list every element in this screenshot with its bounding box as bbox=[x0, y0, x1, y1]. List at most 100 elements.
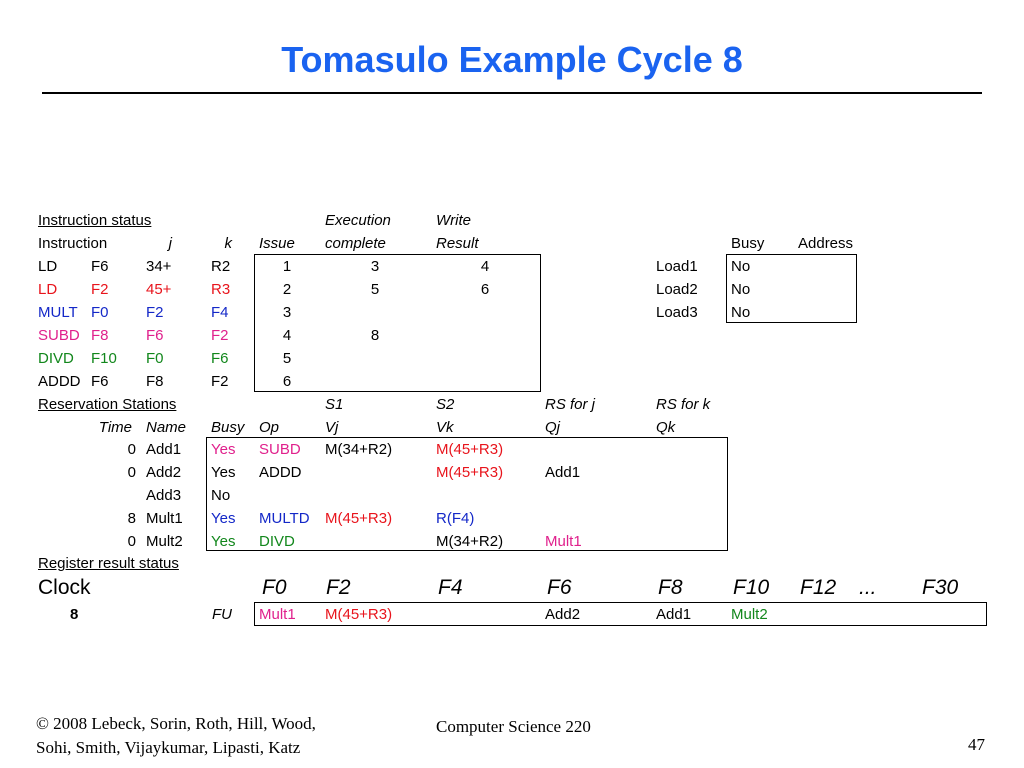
load-buffer-busy: No bbox=[731, 304, 751, 321]
register-fu: Add2 bbox=[545, 606, 581, 623]
rs-op: MULTD bbox=[259, 510, 310, 527]
issue-header: Issue bbox=[259, 235, 295, 252]
execution-header-bottom: complete bbox=[325, 235, 386, 252]
register-status-box bbox=[254, 602, 987, 626]
op-header: Op bbox=[259, 419, 280, 436]
register-fu: Mult2 bbox=[731, 606, 768, 623]
rs-for-j-header: RS for j bbox=[545, 396, 596, 413]
load-buffer-name: Load3 bbox=[656, 304, 698, 321]
course-name: Computer Science 220 bbox=[436, 717, 591, 736]
qk-header: Qk bbox=[656, 419, 676, 436]
instr-k: F6 bbox=[211, 350, 229, 367]
instr-op: MULT bbox=[38, 304, 78, 321]
rs-name: Add1 bbox=[146, 441, 182, 458]
register-name: F30 bbox=[922, 576, 959, 599]
copyright-line-2: Sohi, Smith, Vijaykumar, Lipasti, Katz bbox=[36, 738, 301, 757]
load-buffer-name: Load1 bbox=[656, 258, 698, 275]
instr-dest: F6 bbox=[91, 373, 109, 390]
load-busy-header: Busy bbox=[731, 235, 765, 252]
instr-j: F8 bbox=[146, 373, 164, 390]
rs-busy: Yes bbox=[211, 510, 236, 527]
rs-time: 0 bbox=[127, 464, 136, 481]
instruction-status-box bbox=[254, 254, 541, 392]
register-fu: Mult1 bbox=[259, 606, 296, 623]
rs-qj: Mult1 bbox=[545, 533, 582, 550]
rs-vj: M(45+R3) bbox=[325, 510, 393, 527]
register-name: F2 bbox=[326, 576, 351, 599]
register-name: F6 bbox=[547, 576, 572, 599]
register-name: ... bbox=[859, 576, 877, 599]
instr-issue: 3 bbox=[282, 304, 292, 321]
instr-issue: 1 bbox=[282, 258, 292, 275]
register-name: F0 bbox=[262, 576, 287, 599]
rs-busy: Yes bbox=[211, 441, 236, 458]
k-header: k bbox=[224, 235, 233, 252]
clock-label: Clock bbox=[38, 576, 91, 599]
register-name: F8 bbox=[658, 576, 683, 599]
instr-k: R3 bbox=[211, 281, 231, 298]
instr-op: DIVD bbox=[38, 350, 74, 367]
vj-header: Vj bbox=[325, 419, 339, 436]
instr-exec: 8 bbox=[370, 327, 380, 344]
rs-busy: Yes bbox=[211, 533, 236, 550]
register-status-label: Register result status bbox=[38, 555, 179, 572]
instr-j: F6 bbox=[146, 327, 164, 344]
name-header: Name bbox=[146, 419, 187, 436]
fu-label: FU bbox=[212, 606, 232, 623]
instr-op: LD bbox=[38, 258, 58, 275]
rs-vj: M(34+R2) bbox=[325, 441, 393, 458]
instr-k: F4 bbox=[211, 304, 229, 321]
instr-dest: F2 bbox=[91, 281, 109, 298]
rs-name: Mult1 bbox=[146, 510, 183, 527]
write-header-bottom: Result bbox=[436, 235, 479, 252]
rs-time: 0 bbox=[127, 533, 136, 550]
rs-vk: M(34+R2) bbox=[436, 533, 504, 550]
instr-issue: 4 bbox=[282, 327, 292, 344]
execution-header-top: Execution bbox=[325, 212, 391, 229]
rs-time: 8 bbox=[127, 510, 136, 527]
instr-dest: F0 bbox=[91, 304, 109, 321]
rs-time: 0 bbox=[127, 441, 136, 458]
load-buffer-name: Load2 bbox=[656, 281, 698, 298]
s2-header: S2 bbox=[436, 396, 455, 413]
instr-write: 4 bbox=[480, 258, 490, 275]
register-fu: Add1 bbox=[656, 606, 692, 623]
rs-op: SUBD bbox=[259, 441, 301, 458]
rs-name: Mult2 bbox=[146, 533, 183, 550]
rs-name: Add3 bbox=[146, 487, 182, 504]
instr-issue: 5 bbox=[282, 350, 292, 367]
rs-op: ADDD bbox=[259, 464, 302, 481]
instr-k: F2 bbox=[211, 327, 229, 344]
instr-dest: F6 bbox=[91, 258, 109, 275]
register-name: F10 bbox=[733, 576, 770, 599]
load-buffer-box bbox=[726, 254, 857, 323]
instr-exec: 3 bbox=[370, 258, 380, 275]
instr-op: LD bbox=[38, 281, 58, 298]
load-buffer-busy: No bbox=[731, 258, 751, 275]
instr-op: ADDD bbox=[38, 373, 81, 390]
rs-vk: M(45+R3) bbox=[436, 441, 504, 458]
slide-title: Tomasulo Example Cycle 8 bbox=[281, 39, 743, 80]
rs-op: DIVD bbox=[259, 533, 295, 550]
instr-issue: 2 bbox=[282, 281, 292, 298]
title-divider bbox=[42, 92, 982, 94]
register-fu: M(45+R3) bbox=[325, 606, 393, 623]
instr-k: F2 bbox=[211, 373, 229, 390]
s1-header: S1 bbox=[325, 396, 344, 413]
rs-name: Add2 bbox=[146, 464, 182, 481]
qj-header: Qj bbox=[545, 419, 560, 436]
rs-qj: Add1 bbox=[545, 464, 581, 481]
instr-op: SUBD bbox=[38, 327, 80, 344]
rs-busy: No bbox=[211, 487, 231, 504]
instr-issue: 6 bbox=[282, 373, 292, 390]
instr-j: 34+ bbox=[146, 258, 172, 275]
page-number: 47 bbox=[968, 735, 985, 754]
load-buffer-busy: No bbox=[731, 281, 751, 298]
time-header: Time bbox=[98, 419, 132, 436]
busy-header: Busy bbox=[211, 419, 245, 436]
rs-busy: Yes bbox=[211, 464, 236, 481]
instr-j: F0 bbox=[146, 350, 164, 367]
load-address-header: Address bbox=[798, 235, 854, 252]
reservation-stations-label: Reservation Stations bbox=[38, 396, 177, 413]
instr-j: F2 bbox=[146, 304, 164, 321]
